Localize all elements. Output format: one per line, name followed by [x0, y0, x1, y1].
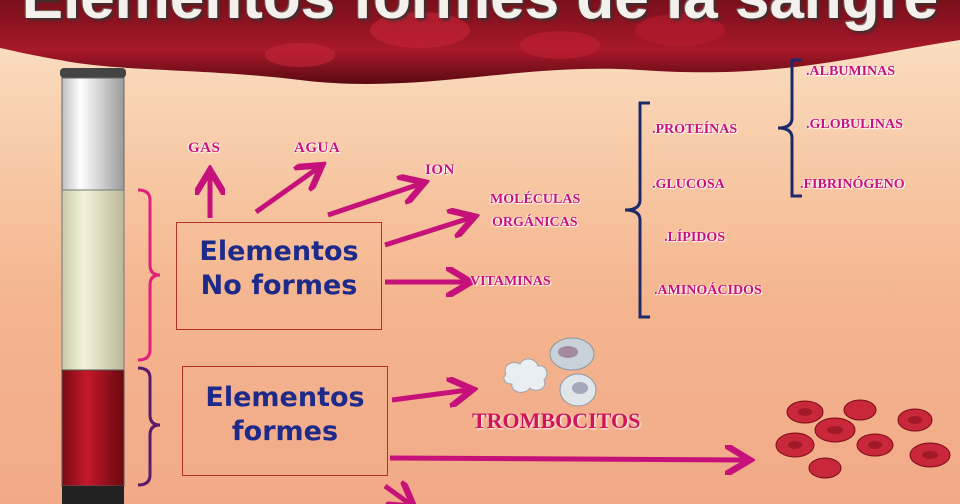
box-no-formes-line2: No formes [200, 270, 358, 301]
arrow-trombocitos [391, 390, 468, 400]
arrow-moleculas [384, 218, 470, 248]
label-moleculas-line2: ORGÁNICAS [492, 215, 578, 230]
brace-proteins [777, 58, 802, 198]
arrow-ion [327, 184, 420, 218]
label-vitaminas: VITAMINAS [470, 274, 551, 289]
label-moleculas-line1: MOLÉCULAS [490, 192, 581, 207]
label-gas: GAS [188, 140, 221, 156]
brace-organic [624, 101, 650, 319]
label-globulinas: .GLOBULINAS [806, 117, 903, 132]
box-no-formes-line1: Elementos [199, 236, 359, 267]
label-lipidos: .LÍPIDOS [664, 230, 726, 245]
box-elementos-formes: Elementos formes [182, 366, 388, 476]
arrow-agua [254, 168, 318, 215]
blood-banner [0, 0, 960, 84]
label-trombocitos: TROMBOCITOS [472, 408, 641, 433]
label-proteinas: .PROTEÍNAS [652, 122, 738, 137]
brace-no-formes [137, 188, 161, 362]
test-tube-illustration [60, 68, 126, 504]
platelets-illustration [503, 337, 597, 407]
arrow-leucocitos [383, 486, 410, 504]
arrow-eritrocitos [389, 458, 745, 460]
label-fibrinogeno: .FIBRINÓGENO [800, 177, 905, 192]
label-albuminas: .ALBUMINAS [806, 64, 896, 79]
red-blood-cells-illustration [775, 399, 951, 479]
label-agua: AGUA [294, 140, 341, 156]
label-ion: ION [425, 162, 455, 178]
box-formes-line1: Elementos [205, 382, 365, 413]
brace-formes [137, 366, 161, 487]
label-glucosa: .GLUCOSA [652, 177, 725, 192]
box-elementos-no-formes: Elementos No formes [176, 222, 382, 330]
label-aminoacidos: .AMINOÁCIDOS [654, 283, 762, 298]
box-formes-line2: formes [231, 416, 339, 447]
page-title: Elementos formes de la sangre [0, 0, 960, 33]
